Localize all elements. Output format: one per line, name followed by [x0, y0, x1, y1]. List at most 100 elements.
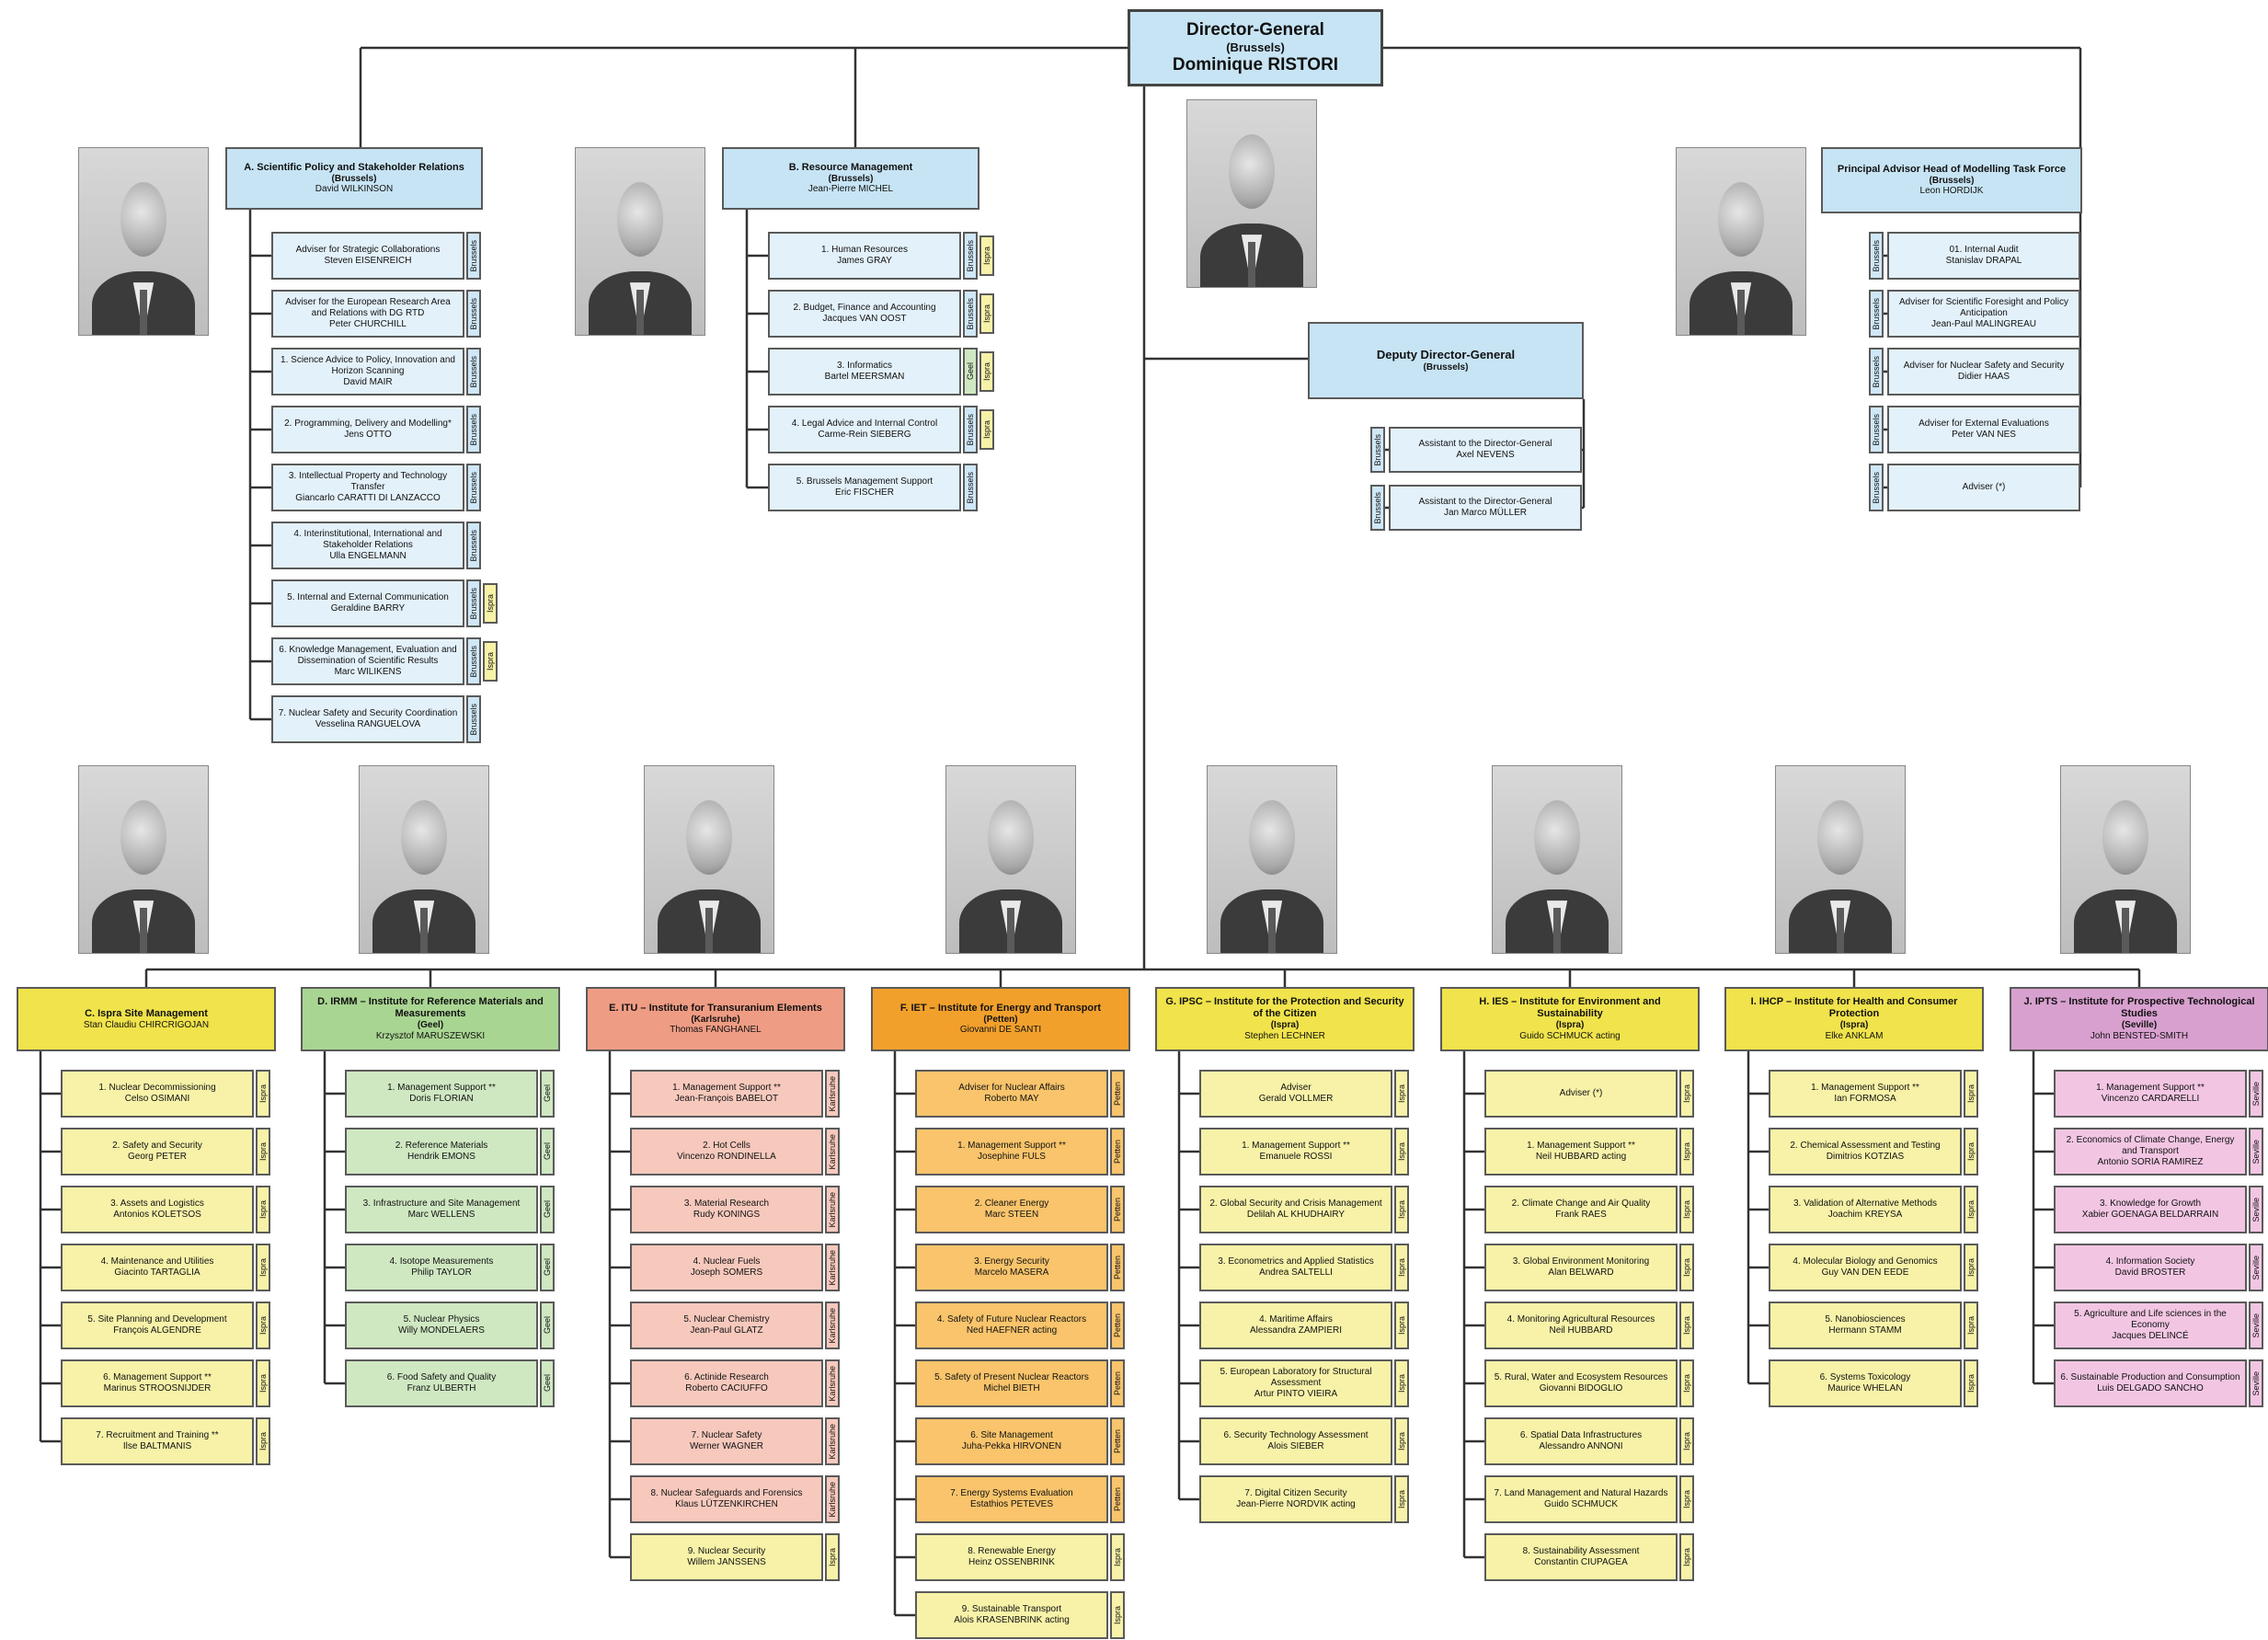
institute-5-box[interactable]: H. IES – Institute for Environment and S… [1440, 987, 1700, 1051]
unit-a-3[interactable]: 2. Programming, Delivery and Modelling*J… [271, 406, 464, 453]
unit-j-4[interactable]: 5. Agriculture and Life sciences in the … [2054, 1302, 2247, 1349]
unit-g-5-title: 5. European Laboratory for Structural As… [1220, 1367, 1372, 1389]
unit-c-5[interactable]: 6. Management Support **Marinus STROOSNI… [61, 1359, 254, 1407]
institute-7-box[interactable]: J. IPTS – Institute for Prospective Tech… [2010, 987, 2268, 1051]
unit-g-2[interactable]: 2. Global Security and Crisis Management… [1199, 1186, 1392, 1233]
directorate-b-box[interactable]: B. Resource Management (Brussels) Jean-P… [722, 147, 979, 210]
unit-g-1[interactable]: 1. Management Support **Emanuele ROSSI [1199, 1128, 1392, 1176]
unit-j-1[interactable]: 2. Economics of Climate Change, Energy a… [2054, 1128, 2247, 1176]
director-general-box[interactable]: Director-General (Brussels) Dominique RI… [1128, 9, 1383, 86]
unit-a-1[interactable]: Adviser for the European Research Area a… [271, 290, 464, 338]
unit-a-5[interactable]: 4. Interinstitutional, International and… [271, 522, 464, 569]
unit-c-1-location-tag-label: Ispra [258, 1141, 268, 1161]
institute-1-box[interactable]: D. IRMM – Institute for Reference Materi… [301, 987, 560, 1051]
unit-i-0[interactable]: 1. Management Support **Ian FORMOSA [1769, 1070, 1962, 1118]
unit-p-4[interactable]: Adviser (*) [1887, 464, 2080, 511]
unit-j-0[interactable]: 1. Management Support **Vincenzo CARDARE… [2054, 1070, 2247, 1118]
unit-d-0[interactable]: 1. Management Support **Doris FLORIAN [345, 1070, 538, 1118]
unit-a-7[interactable]: 6. Knowledge Management, Evaluation and … [271, 637, 464, 685]
directorate-a-box[interactable]: A. Scientific Policy and Stakeholder Rel… [225, 147, 483, 210]
institute-3-box[interactable]: F. IET – Institute for Energy and Transp… [871, 987, 1130, 1051]
photo-director-i [1775, 765, 1906, 954]
deputy-director-general-box[interactable]: Deputy Director-General (Brussels) [1308, 322, 1584, 399]
unit-a-8[interactable]: 7. Nuclear Safety and Security Coordinat… [271, 695, 464, 743]
unit-h-1[interactable]: 1. Management Support **Neil HUBBARD act… [1484, 1128, 1678, 1176]
principal-advisor-box[interactable]: Principal Advisor Head of Modelling Task… [1821, 147, 2082, 213]
unit-j-0-location-tag-label: Seville [2251, 1081, 2261, 1107]
unit-p-1[interactable]: Adviser for Scientific Foresight and Pol… [1887, 290, 2080, 338]
institute-4-box[interactable]: G. IPSC – Institute for the Protection a… [1155, 987, 1415, 1051]
unit-j-5[interactable]: 6. Sustainable Production and Consumptio… [2054, 1359, 2247, 1407]
unit-e-0[interactable]: 1. Management Support **Jean-François BA… [630, 1070, 823, 1118]
unit-a-4[interactable]: 3. Intellectual Property and Technology … [271, 464, 464, 511]
unit-b-0-location-tag-label: Brussels [966, 239, 975, 272]
institute-2-box[interactable]: E. ITU – Institute for Transuranium Elem… [586, 987, 845, 1051]
institute-6-box[interactable]: I. IHCP – Institute for Health and Consu… [1724, 987, 1984, 1051]
unit-h-0[interactable]: Adviser (*) [1484, 1070, 1678, 1118]
unit-f-1[interactable]: 1. Management Support **Josephine FULS [915, 1128, 1108, 1176]
unit-g-5[interactable]: 5. European Laboratory for Structural As… [1199, 1359, 1392, 1407]
unit-c-6[interactable]: 7. Recruitment and Training **Ilse BALTM… [61, 1417, 254, 1465]
unit-a-2[interactable]: 1. Science Advice to Policy, Innovation … [271, 348, 464, 396]
